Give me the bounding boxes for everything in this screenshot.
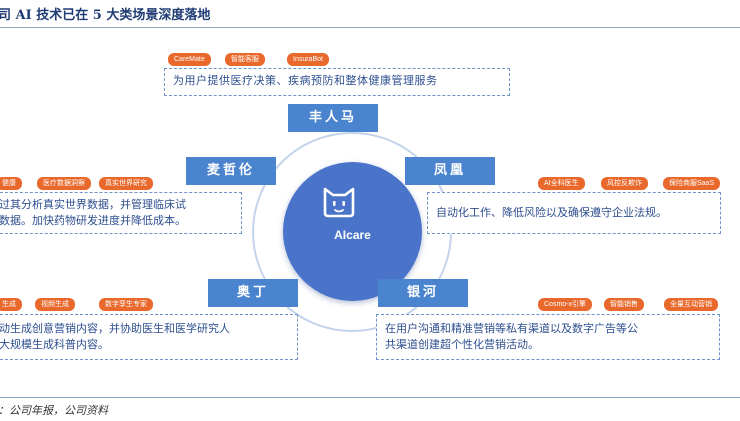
tag-cosmo-x-engine: Cosmo-x引擎 [538, 298, 593, 311]
source-note: ：公司年报，公司资料 [0, 404, 108, 417]
tag-ai-gp: AI全科医生 [538, 177, 585, 190]
node-yinhe: 银河 [378, 279, 468, 307]
tag-health: 健康 [0, 177, 22, 190]
maizhelun-description: 过其分析真实世界数据，并管理临床试 数据。加快药物研发进度并降低成本。 [0, 192, 242, 234]
tag-caremate: CareMate [168, 53, 211, 66]
yinhe-description: 在用户沟通和精准营销等私有渠道以及数字广告等公 共渠道创建超个性化营销活动。 [376, 314, 720, 360]
tag-smart-sales: 智能销售 [604, 298, 644, 311]
cat-face-icon [323, 187, 355, 218]
tag-smart-service: 智能客服 [225, 53, 265, 66]
fengrenma-description: 为用户提供医疗决策、疾病预防和整体健康管理服务 [164, 68, 510, 96]
tag-digital-twin-expert: 数字孪生专家 [99, 298, 153, 311]
maizhelun-description-line-2: 数据。加快药物研发进度并降低成本。 [0, 214, 186, 227]
aoding-description-line-1: 动生成创意营销内容，并协助医生和医学研究人 [0, 322, 230, 335]
tag-risk-antifraud: 风控反欺诈 [601, 177, 648, 190]
node-maizhelun: 麦哲伦 [186, 157, 276, 185]
maizhelun-description-line-1: 过其分析真实世界数据，并管理临床试 [0, 198, 186, 211]
tag-rwe-research: 真实世界研究 [99, 177, 153, 190]
center-label: AIcare [334, 228, 371, 242]
tag-full-interactive-marketing: 全量互动营销 [664, 298, 718, 311]
yinhe-description-line-2: 共渠道创建超个性化营销活动。 [385, 338, 539, 351]
tag-generation: 生成 [0, 298, 22, 311]
tag-medical-data-insight: 医疗数据洞察 [37, 177, 91, 190]
bottom-divider [0, 397, 740, 398]
tag-insurance-saas: 保险商服SaaS [663, 177, 721, 190]
aoding-description: 动生成创意营销内容，并协助医生和医学研究人 大规模生成科普内容。 [0, 314, 298, 360]
tag-insurabot: InsuraBot [287, 53, 329, 66]
node-aoding: 奥丁 [208, 279, 298, 307]
center-core-circle [283, 162, 422, 301]
page-title: 司 AI 技术已在 5 大类场景深度落地 [0, 8, 211, 23]
top-divider [0, 27, 740, 28]
aoding-description-line-2: 大规模生成科普内容。 [0, 338, 109, 351]
node-fenghuang: 凤凰 [405, 157, 495, 185]
fenghuang-description: 自动化工作、降低风险以及确保遵守企业法规。 [427, 192, 721, 234]
node-fengrenma: 丰人马 [288, 104, 378, 132]
tag-video-generation: 视频生成 [35, 298, 75, 311]
yinhe-description-line-1: 在用户沟通和精准营销等私有渠道以及数字广告等公 [385, 322, 638, 335]
